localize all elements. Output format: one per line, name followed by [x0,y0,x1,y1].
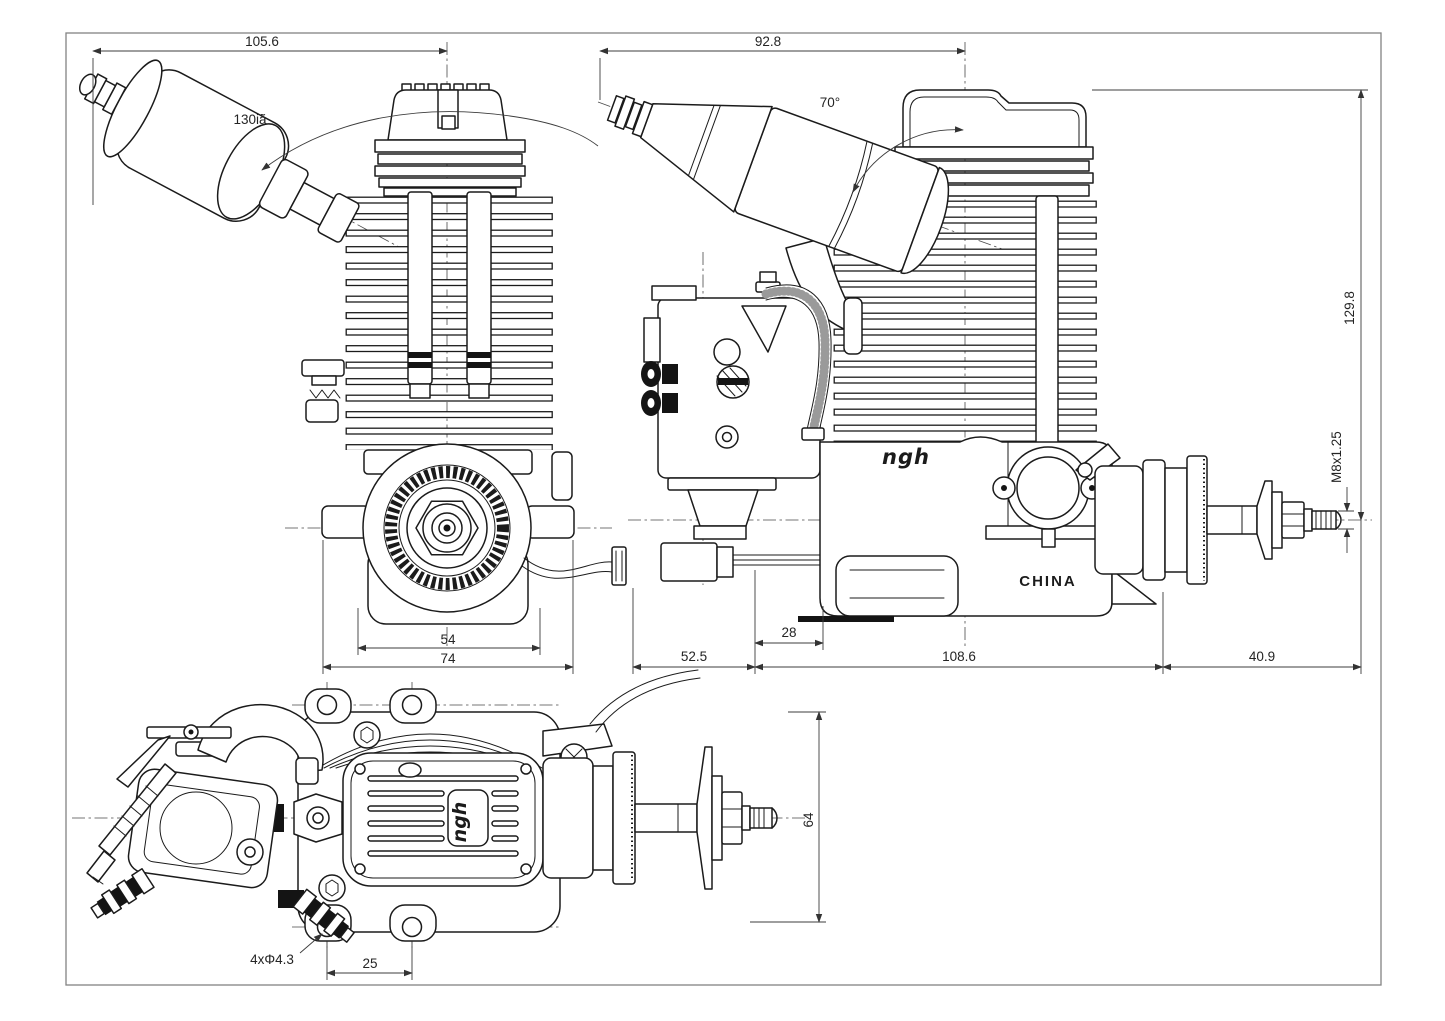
front-muffler [78,59,360,243]
front-valve-cover [387,83,508,141]
side-servo-connector [660,542,821,582]
dim-label-4xd4-3: 4xΦ4.3 [250,952,294,967]
side-crankcase: ngh CHINA [798,436,1157,622]
side-pushrod-tube [1035,195,1059,463]
dim-label-64: 64 [801,812,816,828]
top-fuel-barb-left [90,868,155,919]
side-carburetor [641,252,821,585]
top-valve-cover: ngh [342,752,544,887]
side-valve-cover [902,89,1087,148]
dimension-annotations: 105.6 130iã 54 74 92.8 70° 129.8 M8x1.25… [92,34,1368,980]
front-pushrod-tubes [407,191,492,399]
top-ignition-wire [589,669,701,733]
side-muffler [606,95,950,275]
ext-side-bottom [632,520,1362,674]
front-view [78,42,627,648]
dim-label-25: 25 [362,956,377,971]
front-head-fins [374,139,526,197]
sheet-border [65,32,1382,986]
top-view: ngh [72,669,806,948]
dim-label-54: 54 [440,632,456,647]
front-sensor-wire [521,546,627,586]
dim-label-92-8: 92.8 [755,34,781,49]
dim-label-m8: M8x1.25 [1329,431,1344,483]
brand-logo-top: ngh [449,802,471,843]
top-carburetor [86,703,355,943]
ext-front-mount [322,540,574,674]
side-exhaust-port [843,297,863,355]
dim-label-130: 130iã [233,112,267,127]
top-crankshaft [542,746,778,890]
side-crankshaft [1075,443,1342,585]
dim-label-74: 74 [440,651,456,666]
top-intake-manifold [197,703,324,773]
dim-label-40-9: 40.9 [1249,649,1275,664]
side-view: ngh CHINA [597,42,1372,648]
origin-text: CHINA [1019,573,1077,590]
side-fuel-line [761,284,832,441]
dim-label-105-6: 105.6 [245,34,279,49]
front-starter-gear [383,464,511,592]
front-cylinder-fins [345,196,555,450]
dim-label-28: 28 [781,625,796,640]
dim-label-70: 70° [820,95,840,110]
brand-logo-side: ngh [882,445,930,469]
dim-label-129-8: 129.8 [1342,291,1357,325]
dim-label-108-6: 108.6 [942,649,976,664]
front-choke-lever [301,359,345,423]
dim-side-muffler-angle-arc [852,126,964,193]
dim-label-52-5: 52.5 [681,649,707,664]
top-fuel-barb-right [292,888,355,943]
dim-front-muffler-angle-arc [261,111,599,171]
leader-mount-holes [299,933,323,954]
